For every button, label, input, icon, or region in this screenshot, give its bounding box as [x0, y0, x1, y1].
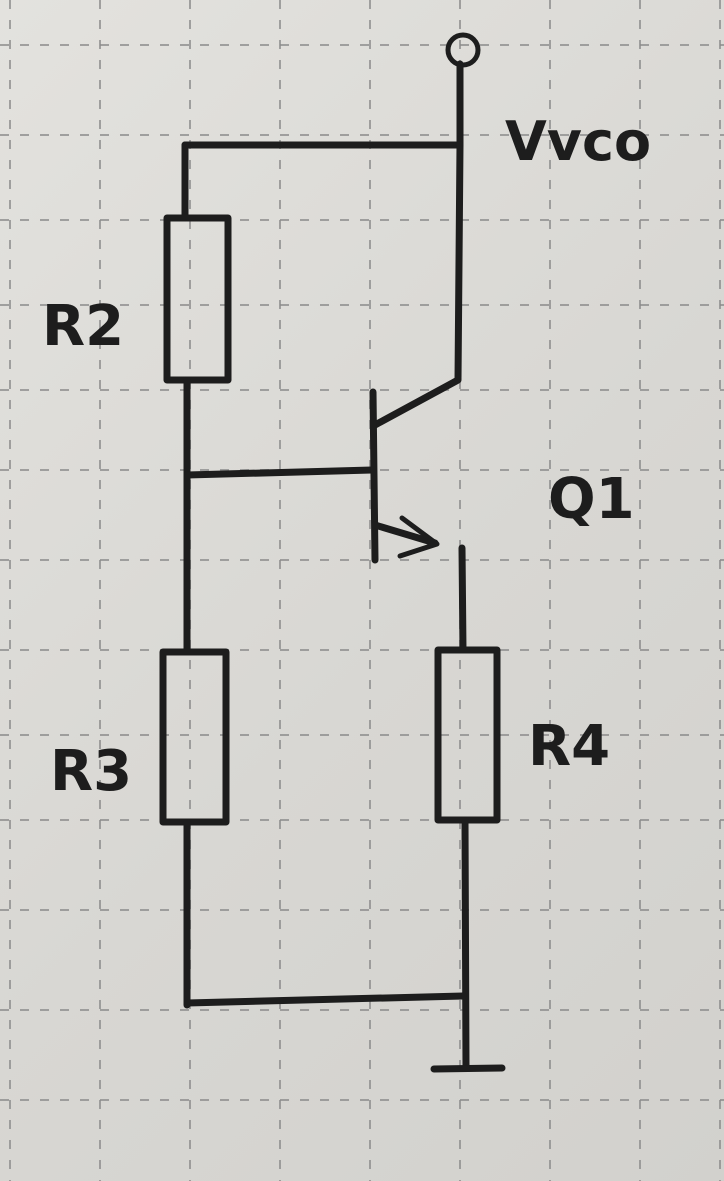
r4-top-lead	[458, 544, 467, 654]
q1-label: Q1	[548, 467, 635, 532]
bottom-rail-wire	[183, 992, 467, 1007]
r4-bottom-lead	[461, 816, 470, 1072]
base-wire	[183, 466, 376, 479]
ground-icon	[430, 1064, 506, 1073]
supply-terminal	[445, 32, 481, 68]
transistor-q1-base-bar	[369, 388, 379, 564]
r2-label: R2	[42, 294, 124, 359]
r4-label: R4	[528, 714, 610, 779]
resistor-r2	[163, 214, 232, 384]
resistor-r3	[159, 648, 230, 826]
supply-label: Vvco	[505, 110, 651, 173]
emitter-arrow-icon	[397, 515, 440, 559]
collector-lead	[371, 141, 464, 429]
transistor-q1-emitter	[371, 521, 439, 547]
r3-label: R3	[50, 739, 132, 804]
